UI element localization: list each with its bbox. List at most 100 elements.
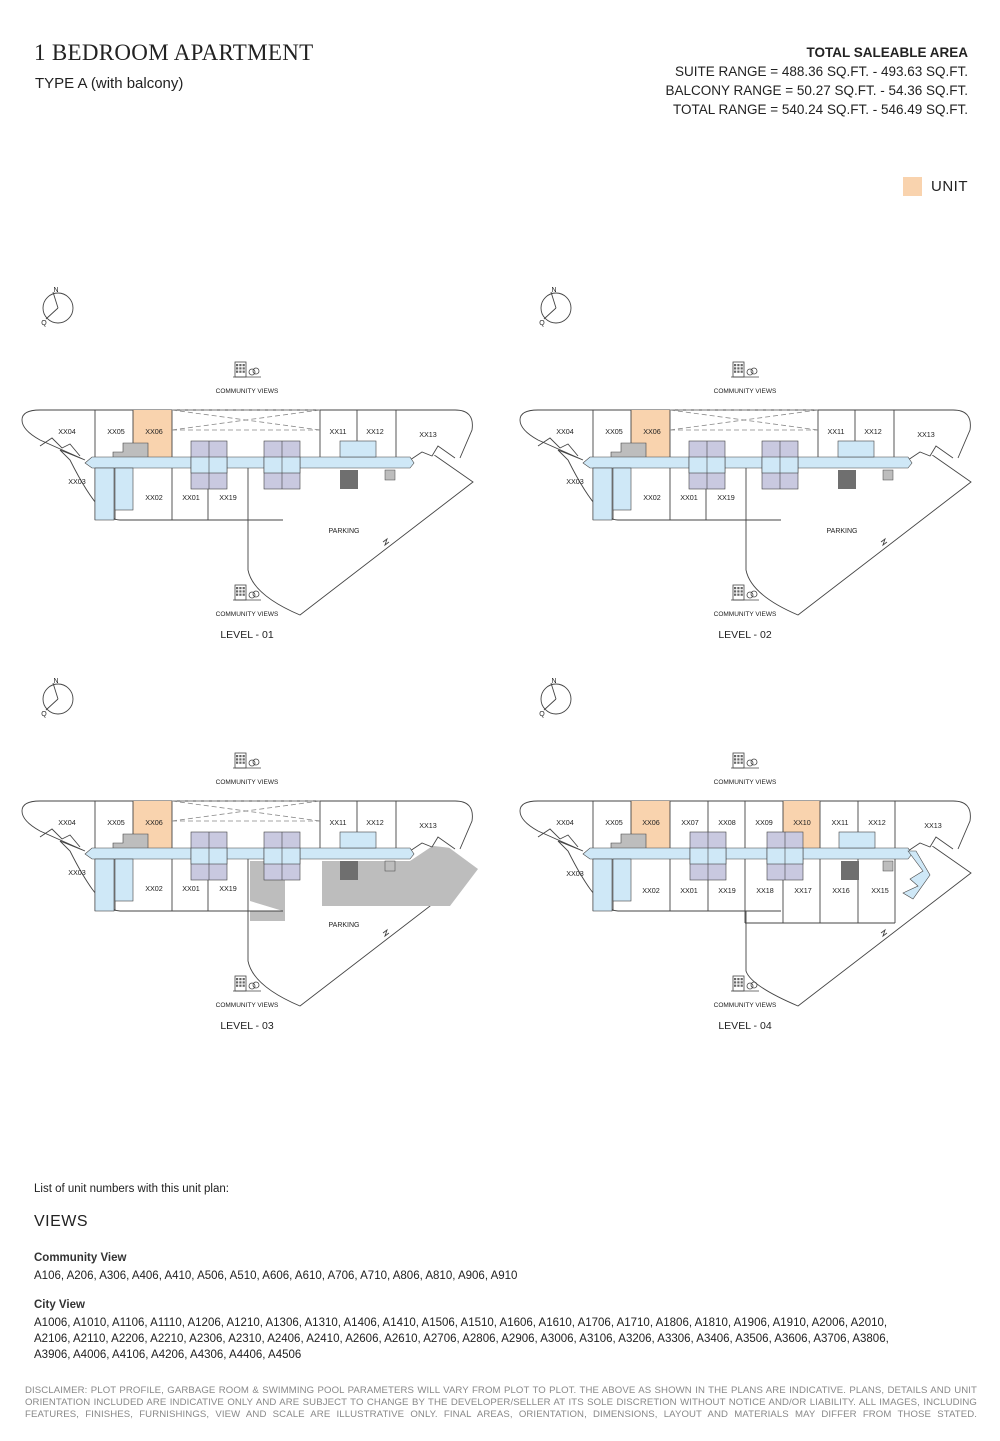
unit-label-xx01: XX01 bbox=[182, 493, 200, 502]
unit-label-xx19: XX19 bbox=[219, 884, 237, 893]
unit-label-xx15: XX15 bbox=[871, 886, 889, 895]
unit-label-xx08: XX08 bbox=[718, 818, 736, 827]
saleable-area-heading: TOTAL SALEABLE AREA bbox=[806, 45, 968, 60]
unit-label-xx04: XX04 bbox=[58, 818, 76, 827]
unit-list-intro: List of unit numbers with this unit plan… bbox=[34, 1183, 229, 1195]
tree-shape bbox=[252, 758, 260, 766]
window bbox=[242, 364, 245, 367]
parking-outline bbox=[247, 842, 474, 1007]
window bbox=[242, 978, 245, 981]
unit-label-xx03: XX03 bbox=[68, 477, 86, 486]
community-views-icon bbox=[233, 361, 261, 378]
unit-label-xx12: XX12 bbox=[864, 427, 882, 436]
compass-icon: NQ bbox=[539, 678, 572, 718]
window bbox=[239, 367, 242, 370]
compass-q: Q bbox=[539, 711, 545, 718]
unit-label-xx03: XX03 bbox=[566, 869, 584, 878]
lobby-box bbox=[339, 440, 377, 458]
unit-label-xx13: XX13 bbox=[419, 821, 437, 830]
window bbox=[236, 364, 239, 367]
community-views-icon bbox=[731, 361, 759, 378]
jagged-wall bbox=[409, 836, 456, 852]
tree-shape bbox=[750, 758, 758, 766]
corridor-extension bbox=[902, 850, 931, 900]
tree-shape bbox=[252, 367, 260, 375]
community-views-icon bbox=[731, 975, 759, 992]
window bbox=[740, 590, 743, 593]
tree-shape bbox=[248, 368, 256, 376]
corridor-stub bbox=[592, 467, 613, 521]
unit-type-subtitle: TYPE A (with balcony) bbox=[35, 75, 184, 92]
window bbox=[740, 367, 743, 370]
window bbox=[239, 981, 242, 984]
window bbox=[242, 755, 245, 758]
level-label: LEVEL - 02 bbox=[718, 629, 771, 641]
unit-label-xx05: XX05 bbox=[107, 427, 125, 436]
corridor bbox=[582, 456, 913, 469]
compass-q: Q bbox=[539, 320, 545, 327]
tree-shape bbox=[746, 368, 754, 376]
window bbox=[734, 593, 737, 596]
unit-label-xx03: XX03 bbox=[566, 477, 584, 486]
window bbox=[242, 367, 245, 370]
window bbox=[740, 761, 743, 764]
window bbox=[242, 761, 245, 764]
legend-unit-swatch bbox=[903, 177, 922, 196]
unit-label-xx17: XX17 bbox=[794, 886, 812, 895]
window bbox=[740, 984, 743, 987]
elevator-lobby bbox=[114, 858, 134, 902]
window bbox=[734, 984, 737, 987]
garbage-room bbox=[340, 861, 358, 880]
tree-shape bbox=[252, 590, 260, 598]
compass-icon: NQ bbox=[539, 287, 572, 327]
unit-label-xx16: XX16 bbox=[832, 886, 850, 895]
tree-shape bbox=[750, 367, 758, 375]
garbage-room bbox=[838, 470, 856, 489]
tree-shape bbox=[248, 591, 256, 599]
community-views-top-label: COMMUNITY VIEWS bbox=[216, 779, 279, 786]
compass-needle bbox=[550, 682, 557, 700]
views-heading: VIEWS bbox=[34, 1213, 89, 1230]
compass-icon: NQ bbox=[41, 287, 74, 327]
window bbox=[236, 984, 239, 987]
community-view-units: A106, A206, A306, A406, A410, A506, A510… bbox=[34, 1270, 518, 1282]
window bbox=[242, 758, 245, 761]
window bbox=[737, 364, 740, 367]
window bbox=[734, 755, 737, 758]
legend: UNIT bbox=[903, 177, 968, 196]
elevator-lobby bbox=[612, 467, 632, 511]
page-title: 1 BEDROOM APARTMENT bbox=[34, 40, 314, 65]
tree-shape bbox=[252, 981, 260, 989]
compass-needle bbox=[52, 291, 59, 309]
stair-core bbox=[610, 442, 647, 459]
tree-shape bbox=[746, 591, 754, 599]
compass-icon: NQ bbox=[41, 678, 74, 718]
jagged-wall bbox=[39, 437, 81, 457]
legend-unit-label: UNIT bbox=[931, 178, 968, 195]
window bbox=[239, 978, 242, 981]
window bbox=[239, 370, 242, 373]
building-outline bbox=[519, 409, 971, 521]
window bbox=[734, 370, 737, 373]
window bbox=[734, 758, 737, 761]
window bbox=[740, 981, 743, 984]
saleable-area-block: TOTAL SALEABLE AREA SUITE RANGE = 488.36… bbox=[666, 43, 969, 119]
break-mark bbox=[880, 537, 888, 547]
suite-range: SUITE RANGE = 488.36 SQ.FT. - 493.63 SQ.… bbox=[675, 64, 968, 79]
unit-label-xx11: XX11 bbox=[827, 427, 844, 436]
open-to-below-dashed bbox=[670, 409, 818, 431]
unit-label-xx01: XX01 bbox=[680, 886, 698, 895]
jagged-wall bbox=[409, 445, 456, 461]
lobby-box bbox=[838, 831, 876, 849]
window bbox=[737, 758, 740, 761]
lobby-box bbox=[339, 831, 377, 849]
window bbox=[239, 587, 242, 590]
corridor bbox=[84, 456, 415, 469]
